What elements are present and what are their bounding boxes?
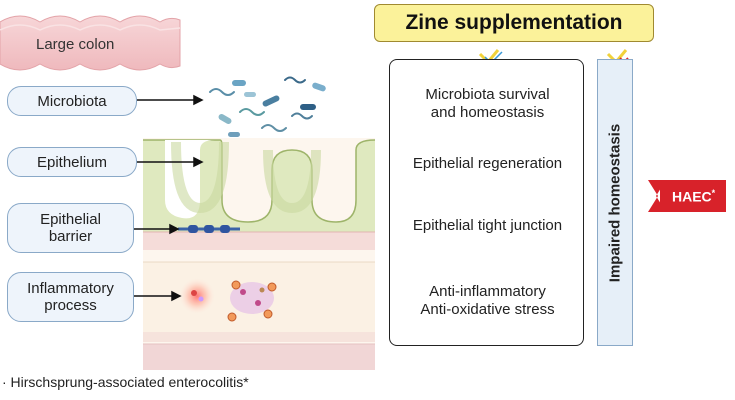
barrier-line-1: Epithelial: [40, 211, 101, 228]
effects-box: Microbiota survival and homeostasis Epit…: [389, 59, 584, 346]
microbiota-cluster: [209, 76, 326, 137]
microbiota-label: Microbiota: [7, 86, 137, 116]
effect-anti-inflammatory: Anti-inflammatory Anti-oxidative stress: [390, 283, 585, 319]
effect-microbiota-survival: Microbiota survival and homeostasis: [390, 86, 585, 122]
footnote: · Hirschsprung-associated enterocolitis*: [2, 374, 249, 390]
inflam-line-1: Inflammatory: [27, 280, 114, 297]
effect-4-line-1: Anti-inflammatory: [429, 283, 546, 300]
large-colon-label: Large colon: [36, 36, 115, 53]
tissue-section: [143, 138, 376, 370]
epithelium-label: Epithelium: [7, 147, 137, 177]
impaired-homeostasis-text: Impaired homeostasis: [606, 123, 624, 282]
inflam-line-2: process: [44, 297, 97, 314]
haec-text: HAEC: [672, 188, 712, 205]
title-box: Zine supplementation: [374, 4, 654, 42]
haec-outcome: HAEC*: [672, 188, 715, 205]
impaired-homeostasis-bar: Impaired homeostasis: [597, 59, 633, 346]
pointer-arrows: [134, 94, 204, 302]
effect-1-line-2: and homeostasis: [430, 104, 545, 121]
effect-4-line-2: Anti-oxidative stress: [420, 301, 555, 318]
inflammatory-process-label: Inflammatory process: [7, 272, 134, 322]
effect-tight-junction: Epithelial tight junction: [412, 217, 563, 234]
haec-badge: [648, 180, 726, 212]
inflammation-cells: [179, 278, 277, 322]
microbiota-label-text: Microbiota: [37, 92, 107, 110]
title-text: Zine supplementation: [405, 11, 623, 34]
effect-epithelial-regeneration: Epithelial regeneration: [412, 155, 563, 172]
haec-asterisk: *: [711, 188, 716, 198]
tight-junction: [178, 225, 240, 233]
large-colon-tube: [0, 15, 181, 71]
effect-1-line-1: Microbiota survival: [425, 86, 550, 103]
epithelial-barrier-label: Epithelial barrier: [7, 203, 134, 253]
barrier-line-2: barrier: [48, 228, 93, 245]
epithelium-label-text: Epithelium: [36, 153, 108, 171]
